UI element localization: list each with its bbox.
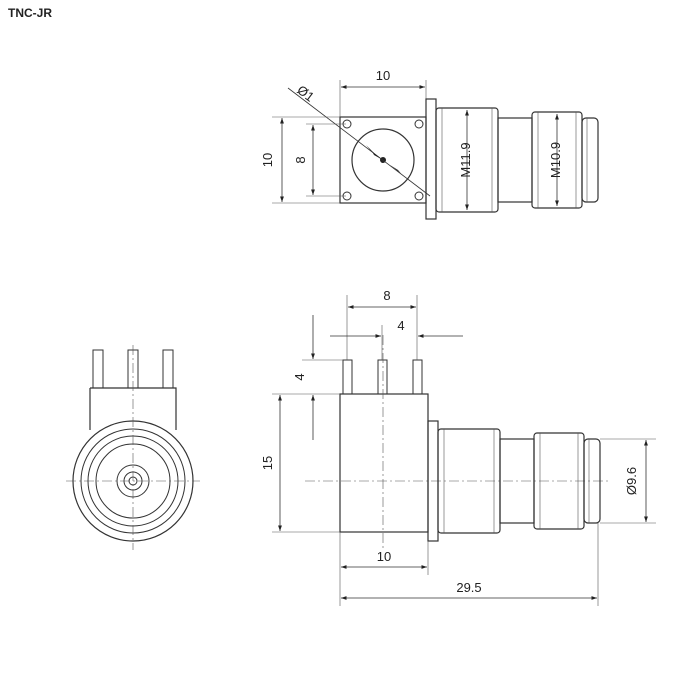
front-pin bbox=[92, 349, 104, 389]
side-nose bbox=[583, 438, 601, 524]
nose-dia-label: Ø9.6 bbox=[624, 467, 639, 495]
side-pin bbox=[412, 359, 423, 395]
front-pin bbox=[162, 349, 174, 389]
side-view: 8 4 4 15 10 29.5 Ø9.6 bbox=[260, 288, 656, 606]
front-view bbox=[66, 345, 200, 550]
top-view: Ø1 10 10 8 M11.9 M10.9 bbox=[260, 68, 599, 220]
side-pin bbox=[342, 359, 353, 395]
pin-length-label: 4 bbox=[292, 373, 307, 380]
top-height-label: 10 bbox=[260, 153, 275, 167]
drawing-title: TNC-JR bbox=[8, 6, 52, 20]
side-pin bbox=[377, 359, 388, 395]
corner-hole bbox=[414, 119, 424, 129]
hole-leader bbox=[287, 87, 431, 197]
body-height-label: 15 bbox=[260, 456, 275, 470]
hole-dim-label: Ø1 bbox=[294, 82, 317, 104]
corner-hole bbox=[414, 191, 424, 201]
total-length-label: 29.5 bbox=[456, 580, 481, 595]
pin-span-label: 8 bbox=[383, 288, 390, 303]
thread1-label: M11.9 bbox=[458, 142, 473, 177]
top-inner-label: 8 bbox=[293, 156, 308, 163]
top-nose bbox=[581, 117, 599, 203]
pin-pitch-label: 4 bbox=[397, 318, 404, 333]
top-center-circle bbox=[351, 128, 415, 192]
top-flange-plate bbox=[425, 98, 437, 220]
thread2-label: M10.9 bbox=[548, 142, 563, 178]
side-body bbox=[339, 393, 429, 533]
front-body-block bbox=[89, 387, 177, 430]
top-width-label: 10 bbox=[376, 68, 390, 83]
top-neck bbox=[497, 117, 533, 203]
body-width-label: 10 bbox=[377, 549, 391, 564]
